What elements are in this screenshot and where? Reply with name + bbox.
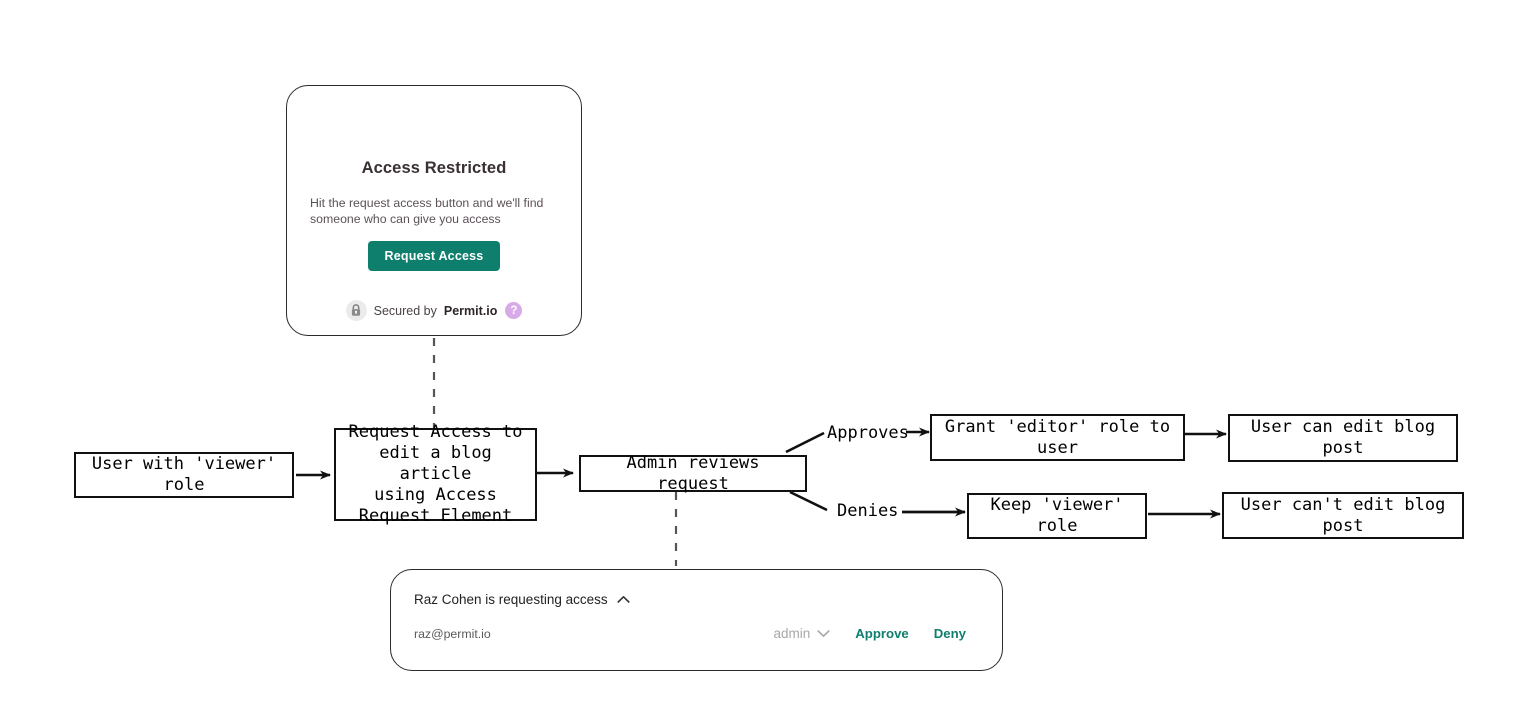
flow-node-request-access[interactable]: Request Access to edit a blog article us… bbox=[334, 422, 537, 526]
chevron-up-icon[interactable] bbox=[617, 595, 630, 604]
chevron-down-icon[interactable] bbox=[817, 629, 830, 638]
role-select-value: admin bbox=[773, 626, 811, 641]
flow-node-admin-review[interactable]: Admin reviews request bbox=[579, 453, 807, 494]
permit-brand-label: Permit.io bbox=[443, 303, 498, 318]
approval-body-row: raz@permit.io admin Approve Deny bbox=[414, 626, 979, 641]
access-card-title: Access Restricted bbox=[361, 159, 507, 177]
secured-by-label: Secured by bbox=[373, 303, 437, 318]
role-select[interactable]: admin bbox=[773, 626, 830, 641]
approval-actions: admin Approve Deny bbox=[773, 626, 979, 641]
edge-label-approves: Approves bbox=[827, 423, 909, 443]
requester-email: raz@permit.io bbox=[414, 626, 491, 641]
deny-button[interactable]: Deny bbox=[933, 626, 966, 641]
flow-node-keep-viewer[interactable]: Keep 'viewer' role bbox=[967, 493, 1147, 539]
access-card-subtitle: Hit the request access button and we'll … bbox=[310, 196, 544, 226]
secured-by-row: Secured by Permit.io ? bbox=[345, 300, 523, 321]
arrow-admin-to-approves bbox=[785, 431, 825, 454]
access-restricted-card: Access Restricted Hit the request access… bbox=[286, 85, 582, 336]
arrow-admin-to-denies bbox=[789, 490, 828, 512]
approval-title: Raz Cohen is requesting access bbox=[414, 592, 608, 607]
flow-node-viewer-user[interactable]: User with 'viewer' role bbox=[74, 452, 294, 498]
lock-icon bbox=[345, 300, 367, 321]
approval-title-row[interactable]: Raz Cohen is requesting access bbox=[414, 592, 979, 607]
access-request-approval-card: Raz Cohen is requesting access raz@permi… bbox=[390, 569, 1003, 671]
help-icon[interactable]: ? bbox=[505, 302, 523, 319]
flow-node-cannot-edit[interactable]: User can't edit blog post bbox=[1222, 492, 1464, 539]
approve-button[interactable]: Approve bbox=[855, 626, 909, 641]
request-access-button[interactable]: Request Access bbox=[367, 241, 501, 271]
flow-node-grant-editor[interactable]: Grant 'editor' role to user bbox=[930, 414, 1185, 461]
edge-label-denies: Denies bbox=[837, 501, 899, 521]
flow-node-can-edit[interactable]: User can edit blog post bbox=[1228, 414, 1458, 462]
